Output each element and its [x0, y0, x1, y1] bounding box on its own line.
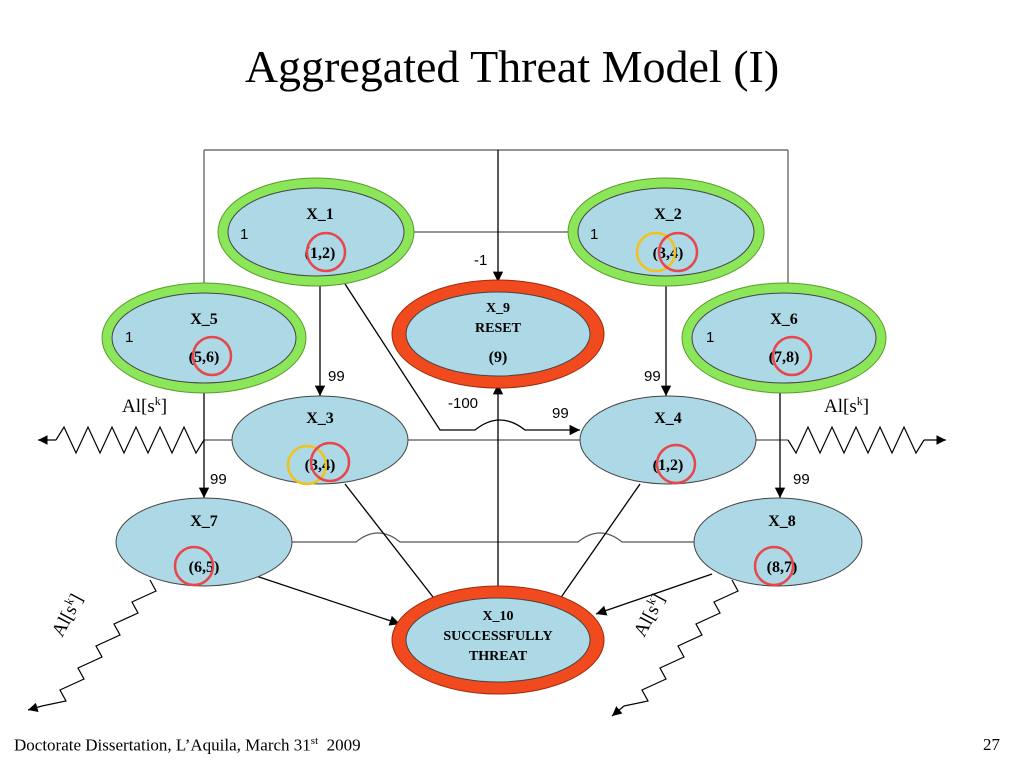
red-highlight-circle: [309, 441, 351, 483]
node-x10-line3: THREAT: [469, 649, 528, 664]
arrow-x8-x10: [595, 573, 713, 616]
node-x10-label: X_10: [482, 609, 513, 624]
yellow-highlight-circle: [635, 231, 677, 273]
node-x4-label: X_4: [654, 410, 682, 427]
arrow-x4-x10: [554, 483, 641, 607]
alert-signals: [27, 425, 946, 717]
zigzag-lower-right: [623, 579, 739, 707]
node-x5-weight: 1: [125, 329, 133, 346]
slide-title: Aggregated Threat Model (I): [244, 41, 780, 92]
edge-label-x1-x4: 99: [552, 405, 569, 422]
arrow-x3-x10: [344, 483, 441, 607]
edge-label-x2-x4: 99: [644, 368, 661, 385]
zigzag-lower-left: [41, 579, 157, 707]
alert-label-left: Al[sk]: [122, 394, 167, 417]
edge-label-x6-x8: 99: [793, 471, 810, 488]
node-x6-weight: 1: [706, 329, 714, 346]
node-x9-reset: X_9 RESET (9): [391, 279, 605, 389]
node-x3: X_3 (3,4): [231, 395, 409, 486]
page-number: 27: [983, 735, 1000, 754]
node-x10-line2: SUCCESSFULLY: [443, 629, 552, 644]
zigzag-left: [55, 425, 205, 455]
node-x5: X_5 (5,6) 1: [101, 282, 307, 394]
node-x8: X_8 (8,7): [693, 497, 863, 587]
zigzag-lower-left-arrow: [27, 702, 43, 712]
node-x4-value: (1,2): [653, 457, 684, 474]
node-x1-label: X_1: [306, 206, 334, 223]
node-x6: X_6 (7,8) 1: [681, 282, 887, 394]
red-highlight-circle: [655, 443, 697, 485]
zigzag-lower-right-arrow: [611, 705, 625, 717]
node-x7-label: X_7: [190, 513, 218, 530]
node-x1-weight: 1: [240, 226, 248, 243]
node-x9-label: X_9: [486, 301, 510, 316]
node-x4: X_4 (1,2): [579, 395, 757, 485]
red-highlight-circle: [173, 545, 215, 587]
arrow-x7-x10: [249, 573, 401, 626]
arrow-x1-x4: [344, 283, 580, 436]
red-highlight-circle: [657, 231, 699, 273]
node-x3-label: X_3: [306, 410, 334, 427]
node-x2-value: (3,4): [653, 245, 684, 262]
footer-year: 2009: [318, 735, 361, 755]
node-x5-value: (5,6): [189, 349, 220, 366]
node-x6-value: (7,8): [769, 349, 800, 366]
x7-x8-line: [292, 532, 698, 543]
node-x2: X_2 (3,4) 1: [567, 177, 765, 287]
node-x7-value: (6,5): [189, 559, 220, 576]
node-x2-label: X_2: [654, 206, 682, 223]
red-highlight-circle: [753, 545, 795, 587]
node-x9-value: (9): [489, 349, 508, 366]
edge-label-x5-x7: 99: [210, 471, 227, 488]
alert-label-right: Al[sk]: [824, 394, 869, 417]
node-x2-weight: 1: [590, 226, 598, 243]
slide-footer: Doctorate Dissertation, L’Aquila, March …: [14, 735, 361, 756]
yellow-highlight-circle: [286, 444, 328, 486]
edge-label-reset-in: -1: [474, 252, 487, 269]
node-x7: X_7 (6,5): [115, 497, 293, 587]
alert-label-lower-left: Al[sk]: [46, 590, 87, 641]
edge-label-reset-out: -100: [448, 395, 478, 412]
edge-label-x1-x3: 99: [328, 368, 345, 385]
footer-sup: st: [310, 735, 319, 747]
connector-lines: [203, 149, 789, 543]
zigzag-right: [787, 425, 925, 455]
node-x3-value: (3,4): [305, 457, 336, 474]
node-x8-value: (8,7): [767, 559, 798, 576]
arrows: [198, 150, 786, 626]
alert-label-lower-right: Al[sk]: [628, 590, 669, 641]
node-x10-successfully-threat: X_10 SUCCESSFULLY THREAT: [391, 585, 605, 695]
edge-labels: -1 -100 99 99 99 99 99: [210, 252, 810, 488]
node-x6-label: X_6: [770, 311, 798, 328]
node-x8-label: X_8: [768, 513, 796, 530]
footer-text: Doctorate Dissertation, L’Aquila, March …: [14, 735, 311, 755]
node-x1-value: (1,2): [305, 245, 336, 262]
red-highlight-circle: [191, 335, 233, 377]
node-x5-label: X_5: [190, 311, 218, 328]
red-highlight-circle: [305, 231, 347, 273]
node-x1: X_1 (1,2) 1: [217, 177, 415, 287]
node-x9-line2: RESET: [475, 321, 522, 336]
red-highlight-circle: [771, 335, 813, 377]
